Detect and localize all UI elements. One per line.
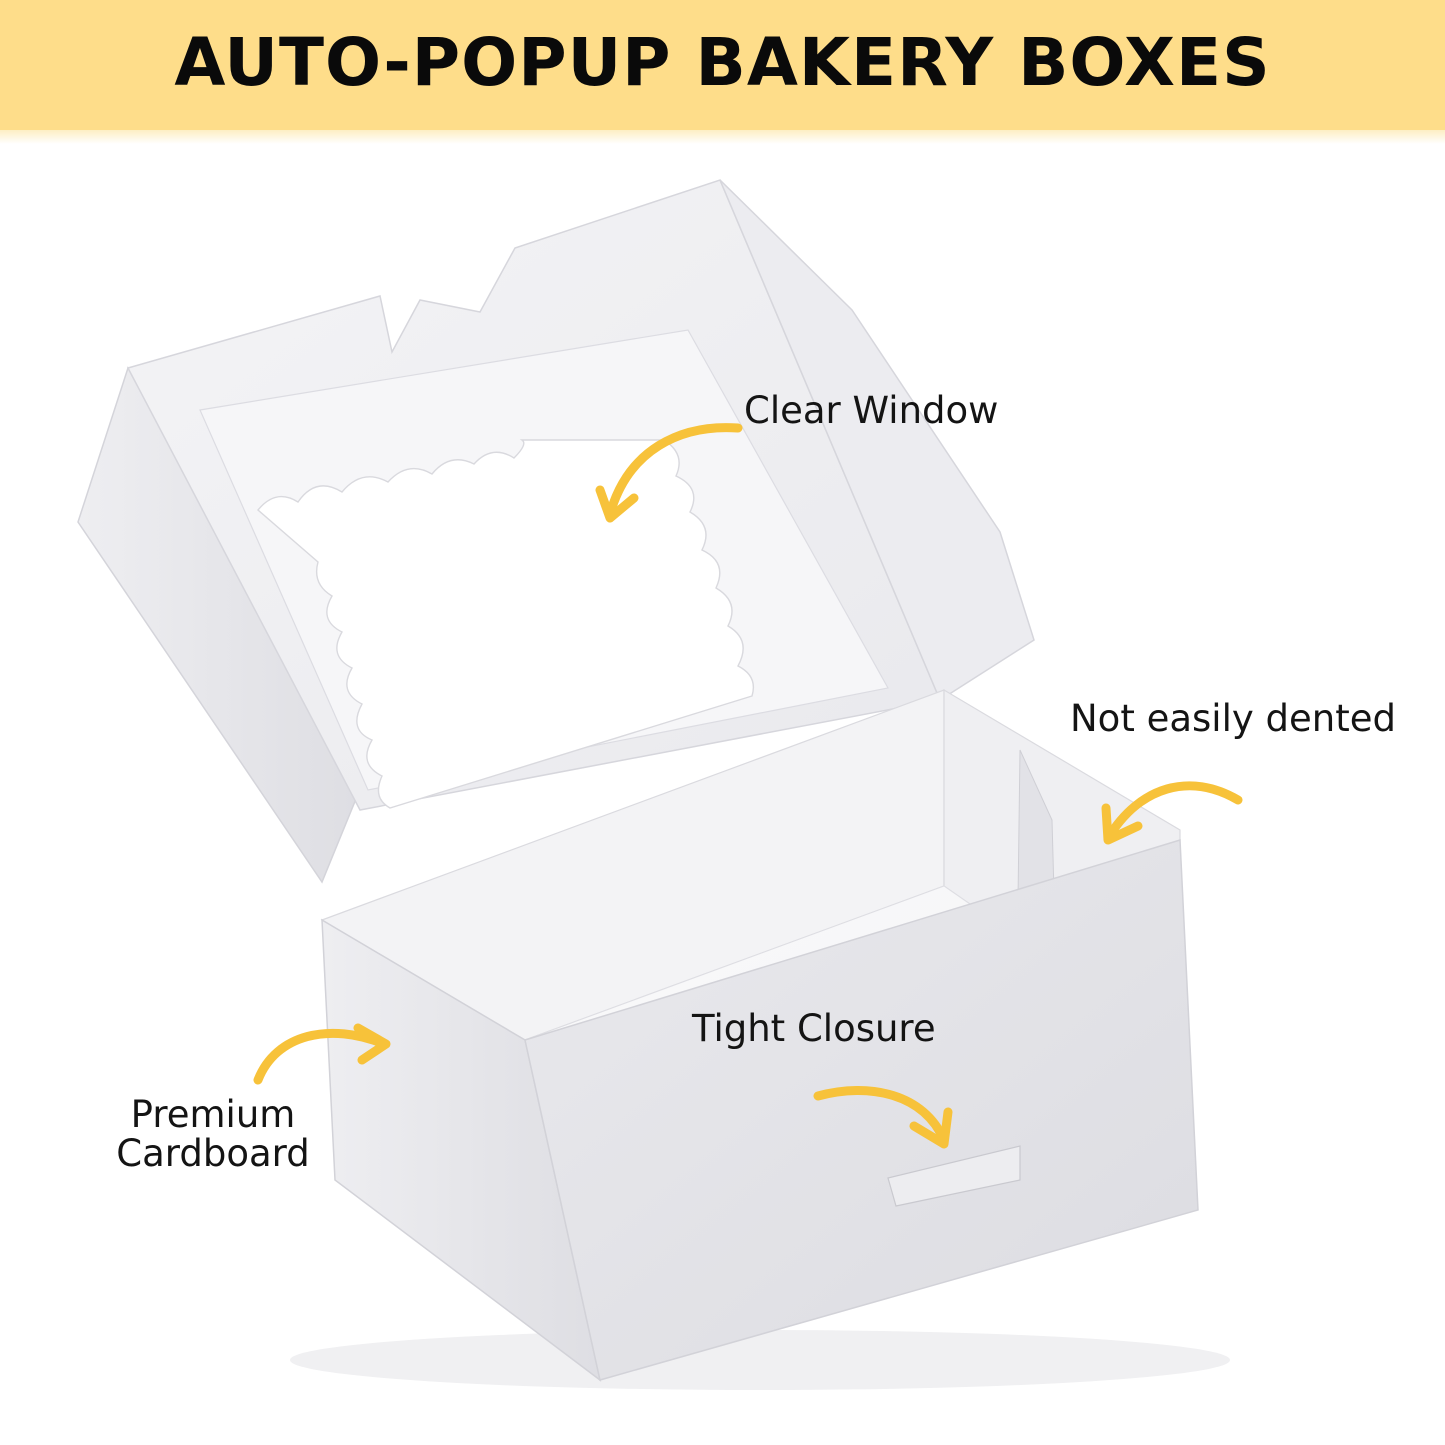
page-title: AUTO-POPUP BAKERY BOXES: [174, 23, 1271, 101]
title-banner: AUTO-POPUP BAKERY BOXES: [0, 0, 1445, 130]
arrow-tight-closure-icon: [813, 1086, 953, 1149]
box-base: [320, 688, 1199, 1382]
base-front-side: [524, 839, 1199, 1381]
callout-not-easily-dented: Not easily dented: [1070, 697, 1396, 740]
callout-premium-cardboard: Premium Cardboard: [100, 1093, 326, 1175]
arrow-not-dented-icon: [1101, 781, 1243, 845]
callout-premium-line1: Premium: [130, 1093, 296, 1136]
clear-window-cutout: [257, 439, 755, 809]
lid-right-flap: [719, 179, 1035, 702]
callout-clear-window: Clear Window: [744, 389, 999, 432]
callout-premium-line2: Cardboard: [116, 1131, 310, 1175]
arrow-premium-cardboard-icon: [253, 1023, 391, 1085]
ground-shadow: [290, 1330, 1230, 1390]
banner-fade: [0, 130, 1445, 144]
callout-tight-closure: Tight Closure: [692, 1007, 936, 1050]
closure-slot: [887, 1145, 1021, 1207]
arrow-clear-window-icon: [595, 423, 743, 523]
box-lid: [77, 179, 1035, 884]
